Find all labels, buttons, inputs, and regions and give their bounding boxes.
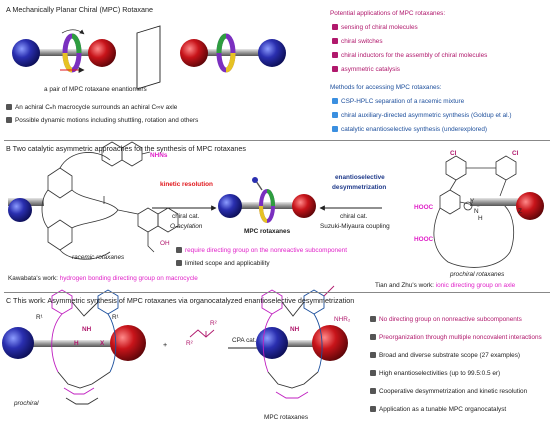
applications-title: Potential applications of MPC rotaxanes: <box>330 10 446 17</box>
rotaxane-right-enantiomer <box>180 33 286 73</box>
checkbox-icon <box>6 104 12 110</box>
limitation-1: require directing group on the nonreacti… <box>176 247 347 254</box>
o-acylation-label: O-acylation <box>170 223 203 230</box>
checkbox-icon <box>370 316 376 322</box>
section-b-title: B Two catalytic asymmetric approaches fo… <box>6 144 246 153</box>
cl-label-2: Cl <box>512 150 519 157</box>
method-item-1: CSP-HPLC separation of a racemic mixture <box>332 98 464 105</box>
checkbox-icon <box>332 38 338 44</box>
r2-bottom: R² <box>186 340 193 347</box>
h-label-c: H <box>74 340 79 347</box>
z-label: Z <box>518 208 522 215</box>
checkbox-icon <box>370 388 376 394</box>
azo-reagent-structure <box>189 329 215 338</box>
feature-4: High enantioselectivities (up to 99.5:0.… <box>370 370 500 377</box>
x-label: X <box>100 340 105 347</box>
feature-6: Application as a tunable MPC organocatal… <box>370 406 506 413</box>
rotaxane-left-enantiomer <box>12 29 116 73</box>
kawabata-note: Kawabata's work: hydrogen bonding direct… <box>8 275 198 282</box>
racemic-label: racemic rotaxanes <box>72 254 125 261</box>
feature-5: Cooperative desymmetrization and kinetic… <box>370 388 527 395</box>
method-item-2: chiral auxiliary-directed asymmetric syn… <box>332 112 511 119</box>
red-stopper-icon <box>88 39 116 67</box>
prochiral-reactant-structure <box>2 289 146 405</box>
r1-right: R¹ <box>112 314 119 321</box>
cl-label-1: Cl <box>450 150 457 157</box>
checkbox-icon <box>6 117 12 123</box>
desymmetrization-label: desymmetrization <box>332 184 387 191</box>
mirror-plane <box>136 25 161 90</box>
checkbox-icon <box>370 406 376 412</box>
mpc-rotaxane-center <box>218 177 316 223</box>
y-label: Y <box>470 198 475 205</box>
checkbox-icon <box>332 126 338 132</box>
n-label: N <box>474 208 479 215</box>
divider-a-b <box>4 140 550 141</box>
section-a-bullet-2: Possible dynamic motions including shutt… <box>6 117 198 124</box>
checkbox-icon <box>332 24 338 30</box>
nh-label-product: NH <box>290 326 300 333</box>
method-item-3: catalytic enantioselective synthesis (un… <box>332 126 487 133</box>
section-a-bullet-1: An achiral Cₙh macrocycle surrounds an a… <box>6 103 177 111</box>
enantioselective-label: enantioselective <box>335 174 385 181</box>
enantiomers-caption: a pair of MPC rotaxane enantiomers <box>44 86 147 93</box>
checkbox-icon <box>332 66 338 72</box>
checkbox-icon <box>332 98 338 104</box>
feature-1: No directing group on nonreactive subcom… <box>370 316 522 323</box>
oh-label: OH <box>160 240 170 247</box>
divider-b-c <box>4 292 550 293</box>
application-item-4: asymmetric catalysis <box>332 66 400 73</box>
checkbox-icon <box>332 52 338 58</box>
methods-title: Methods for accessing MPC rotaxanes: <box>330 84 442 91</box>
chiral-cat-right: chiral cat. <box>340 213 368 220</box>
prochiral-rotaxane-structure <box>433 155 544 268</box>
nhns-label: NHNs <box>150 152 168 159</box>
feature-2: Preorganization through multiple noncova… <box>370 334 542 341</box>
hooc-label-2: HOOC <box>414 236 434 243</box>
checkbox-icon <box>176 247 182 253</box>
checkbox-icon <box>176 260 182 266</box>
checkbox-icon <box>370 352 376 358</box>
application-item-3: chiral inductors for the assembly of chi… <box>332 52 487 59</box>
prochiral-label-c: prochiral <box>14 400 39 407</box>
cpa-cat-label: CPA cat. <box>232 337 257 344</box>
mpc-rotaxanes-c: MPC rotaxanes <box>264 414 309 421</box>
r1-left: R¹ <box>36 314 43 321</box>
mpc-rotaxanes-label: MPC rotaxanes <box>244 228 291 235</box>
nhr2-label: NHR₂ <box>334 316 351 323</box>
section-a-title: A Mechanically Planar Chiral (MPC) Rotax… <box>6 5 154 14</box>
tian-note: Tian and Zhu's work: ionic directing gro… <box>375 282 516 289</box>
section-c-title: C This work: Asymmetric synthesis of MPC… <box>6 296 355 305</box>
plus-sign: + <box>163 340 168 349</box>
checkbox-icon <box>332 112 338 118</box>
application-item-2: chiral switches <box>332 38 383 45</box>
mpc-product-structure <box>256 285 348 399</box>
limitation-2: limited scope and applicability <box>176 260 270 267</box>
prochiral-label-b: prochiral rotaxanes <box>450 271 505 278</box>
h-label: H <box>478 215 483 222</box>
nh-label: NH <box>82 326 92 333</box>
blue-stopper-icon <box>12 39 40 67</box>
chiral-cat-left: chiral cat. <box>172 213 200 220</box>
kinetic-resolution-label: kinetic resolution <box>160 181 213 188</box>
r2-top: R² <box>210 320 217 327</box>
application-item-1: sensing of chiral molecules <box>332 24 418 31</box>
suzuki-label: Suzuki-Miyaura coupling <box>320 223 390 230</box>
feature-3: Broad and diverse substrate scope (27 ex… <box>370 352 520 359</box>
racemic-rotaxane-structure <box>8 141 179 260</box>
hooc-label-1: HOOC <box>414 204 434 211</box>
checkbox-icon <box>370 370 376 376</box>
checkbox-icon <box>370 334 376 340</box>
